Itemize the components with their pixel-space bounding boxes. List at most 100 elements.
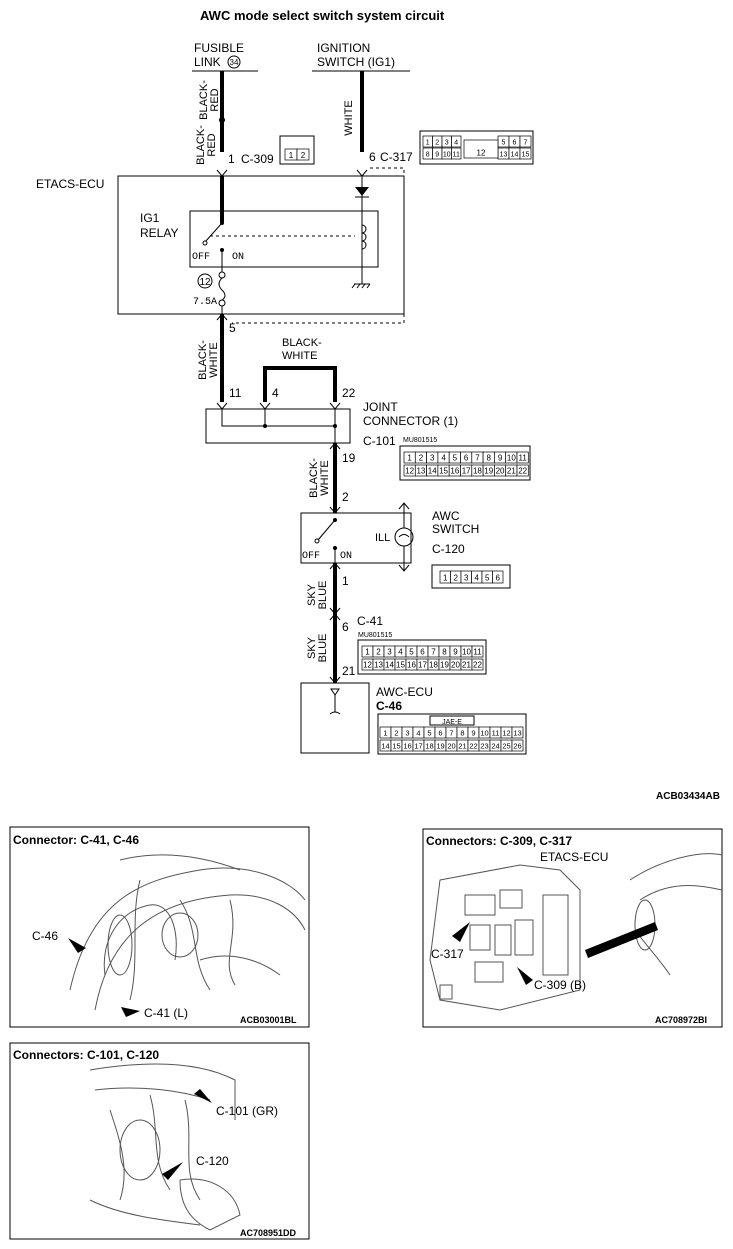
connector-arrow xyxy=(398,502,410,510)
panel2-label-c309: C-309 (B) xyxy=(534,978,586,992)
fusible-link-label-2: LINK xyxy=(194,55,221,69)
wire-label-sky-blue-2: SKY BLUE xyxy=(306,634,329,663)
panel3-label-c120: C-120 xyxy=(196,1154,229,1168)
connector-pin-number: 2 xyxy=(454,574,459,583)
connector-pin-number: 3 xyxy=(387,648,392,657)
diagram-title: AWC mode select switch system circuit xyxy=(200,8,445,23)
connector-pin-number: 19 xyxy=(484,467,493,476)
fuse-rating: 7.5A xyxy=(193,297,217,308)
wire-label-bw-top-2: WHITE xyxy=(282,350,317,362)
c309-pin: 1 xyxy=(289,151,294,160)
splice-dot xyxy=(219,117,225,123)
svg-text:SKY: SKY xyxy=(306,583,318,606)
connector-pin-cell xyxy=(471,645,484,658)
wire-label-bw-top-1: BLACK- xyxy=(282,337,322,349)
connector-pin-cell xyxy=(492,570,504,584)
illumination-lamp xyxy=(394,527,414,547)
connector-pin-number: 13 xyxy=(500,152,508,159)
joint-part-number: MU801515 xyxy=(403,437,437,444)
connector-pin-number: 19 xyxy=(436,742,444,751)
svg-text:WHITE: WHITE xyxy=(319,460,331,495)
connector-pin-number: 4 xyxy=(398,648,403,657)
panel1-title: Connector: C-41, C-46 xyxy=(13,833,139,847)
diode-symbol xyxy=(355,187,369,196)
c309-face xyxy=(279,135,315,165)
fuse-symbol xyxy=(218,277,226,301)
connector-pin-number: 10 xyxy=(443,152,451,159)
pin-2: 2 xyxy=(342,490,349,504)
connector-pin-number: 2 xyxy=(376,648,381,657)
connector-pin-number: 5 xyxy=(453,454,458,463)
connector-pin-number: 2 xyxy=(419,454,424,463)
connector-pin-number: 18 xyxy=(429,661,438,670)
ground-symbol xyxy=(351,283,371,289)
connector-pin-number: 18 xyxy=(473,467,482,476)
fuse-terminal xyxy=(218,299,226,307)
ig1-relay-box xyxy=(189,210,379,268)
connector-pin-number: 14 xyxy=(428,467,437,476)
relay-coil xyxy=(361,224,367,250)
connector-c317-label: C-317 xyxy=(380,150,413,164)
connector-pin-number: 6 xyxy=(438,729,442,738)
connector-pin-number: 12 xyxy=(363,661,372,670)
c309-pin: 2 xyxy=(301,151,306,160)
connector-pin-number: 4 xyxy=(441,454,446,463)
panel2-label-etacs: ETACS-ECU xyxy=(540,850,608,864)
wire-black-white-loop xyxy=(263,366,337,402)
relay-label-1: IG1 xyxy=(140,211,160,225)
connector-pin-number: 19 xyxy=(440,661,449,670)
svg-text:BLUE: BLUE xyxy=(317,581,329,610)
panel3-label-c101: C-101 (GR) xyxy=(216,1104,278,1118)
panel-c309-c317 xyxy=(422,828,723,1028)
connector-pin-number: 17 xyxy=(418,661,427,670)
connector-pin-number: 2 xyxy=(435,140,439,147)
connector-pin-cell xyxy=(516,464,529,477)
wire-label-black-red: BLACK- RED xyxy=(198,80,221,120)
connector-pin-number: 15 xyxy=(522,152,530,159)
connector-pin-number: 9 xyxy=(471,729,475,738)
connector-pin-number: 1 xyxy=(407,454,412,463)
fuse-terminal xyxy=(218,271,226,279)
connector-pin-number: 6 xyxy=(513,140,517,147)
awc-ecu-label: AWC-ECU xyxy=(376,685,433,699)
connector-pin-cell xyxy=(471,658,484,671)
connector-pin-number: 10 xyxy=(507,454,516,463)
joint-connector-c101: C-101 xyxy=(363,434,396,448)
connector-pin-number: 1 xyxy=(365,648,370,657)
joint-dot xyxy=(263,424,267,428)
pin-22: 22 xyxy=(342,386,356,400)
connector-pin-number: 7 xyxy=(431,648,436,657)
svg-text:WHITE: WHITE xyxy=(343,100,355,135)
connector-pin-number: 2 xyxy=(394,729,398,738)
pin-21: 21 xyxy=(342,664,356,678)
connector-pin-number: 8 xyxy=(487,454,492,463)
connector-pin-cell xyxy=(451,135,462,148)
connector-pin-number: 10 xyxy=(480,729,488,738)
awc-switch-ill: ILL xyxy=(375,532,390,544)
ecu-input-symbol xyxy=(329,711,341,715)
connector-pin-number: 14 xyxy=(385,661,394,670)
connector-arrow xyxy=(329,676,341,684)
connector-pin-number: 1 xyxy=(443,574,448,583)
connector-pin-number: 15 xyxy=(392,742,400,751)
pin-6-c41: 6 xyxy=(342,620,349,634)
pointer-arrow xyxy=(517,967,533,985)
connector-pin-number: 8 xyxy=(460,729,464,738)
connector-pin-number: 21 xyxy=(458,742,466,751)
connector-pin-number: 15 xyxy=(396,661,405,670)
relay-off-contact xyxy=(202,240,208,246)
connector-pin-cell xyxy=(451,147,462,160)
connector-pin-number: 11 xyxy=(473,648,482,657)
connector-pin-number: 15 xyxy=(439,467,448,476)
panel1-code: ACB03001BL xyxy=(240,1015,297,1025)
connector-pin-number: 22 xyxy=(473,661,482,670)
connector-arrow xyxy=(329,613,341,621)
connector-arrow xyxy=(216,169,368,177)
pin-1-c120: 1 xyxy=(342,574,349,588)
connector-pin-number: 22 xyxy=(469,742,477,751)
